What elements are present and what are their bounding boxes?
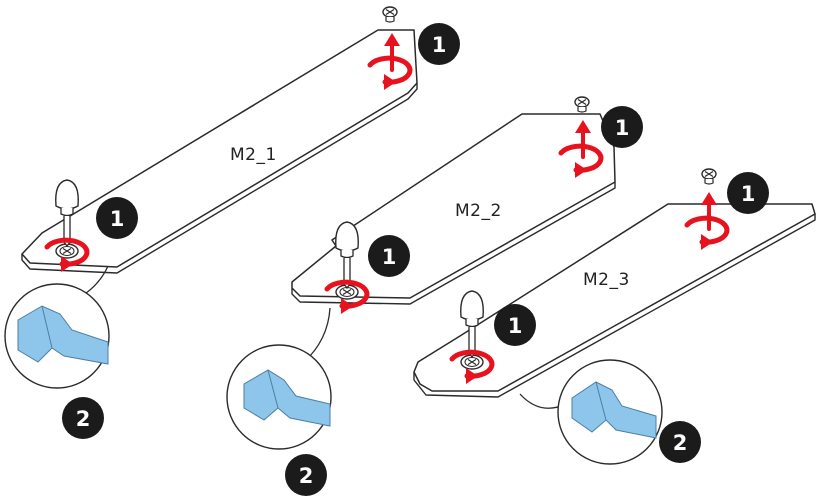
step-1-number: 1 — [382, 245, 397, 269]
step-1-badge: 1 — [727, 172, 769, 214]
step-1-number: 1 — [432, 33, 447, 57]
m2-slot-1: M2_1 — [4, 6, 418, 389]
step-2-number: 2 — [299, 464, 314, 488]
step-2-badge: 2 — [659, 421, 701, 463]
thermal-pad-icon — [243, 369, 331, 427]
step-1-badge: 1 — [368, 235, 410, 277]
step-2-number: 2 — [76, 407, 91, 431]
step-1-number: 1 — [508, 314, 523, 338]
thermal-pad-callout-3 — [519, 359, 663, 465]
step-1-number: 1 — [615, 116, 630, 140]
thermal-pad-icon — [17, 305, 109, 365]
step-2-badge: 2 — [62, 397, 104, 439]
step-1-number: 1 — [741, 182, 756, 206]
slot-3-label: M2_3 — [583, 270, 630, 290]
step-1-badge: 1 — [96, 197, 138, 239]
thermal-pad-callout-2 — [226, 307, 332, 450]
step-2-number: 2 — [673, 431, 688, 455]
thermal-pad-callout-1 — [4, 265, 110, 389]
step-2-badge: 2 — [285, 454, 327, 496]
step-1-number: 1 — [110, 207, 125, 231]
screw-icon — [574, 96, 590, 113]
step-1-badge: 1 — [418, 23, 460, 65]
screw-icon — [382, 6, 398, 23]
thermal-pad-icon — [571, 381, 657, 439]
slot-2-label: M2_2 — [455, 201, 502, 221]
step-1-badge: 1 — [601, 106, 643, 148]
screw-icon — [701, 168, 717, 185]
step-1-badge: 1 — [494, 304, 536, 346]
slot-1-label: M2_1 — [230, 145, 277, 165]
